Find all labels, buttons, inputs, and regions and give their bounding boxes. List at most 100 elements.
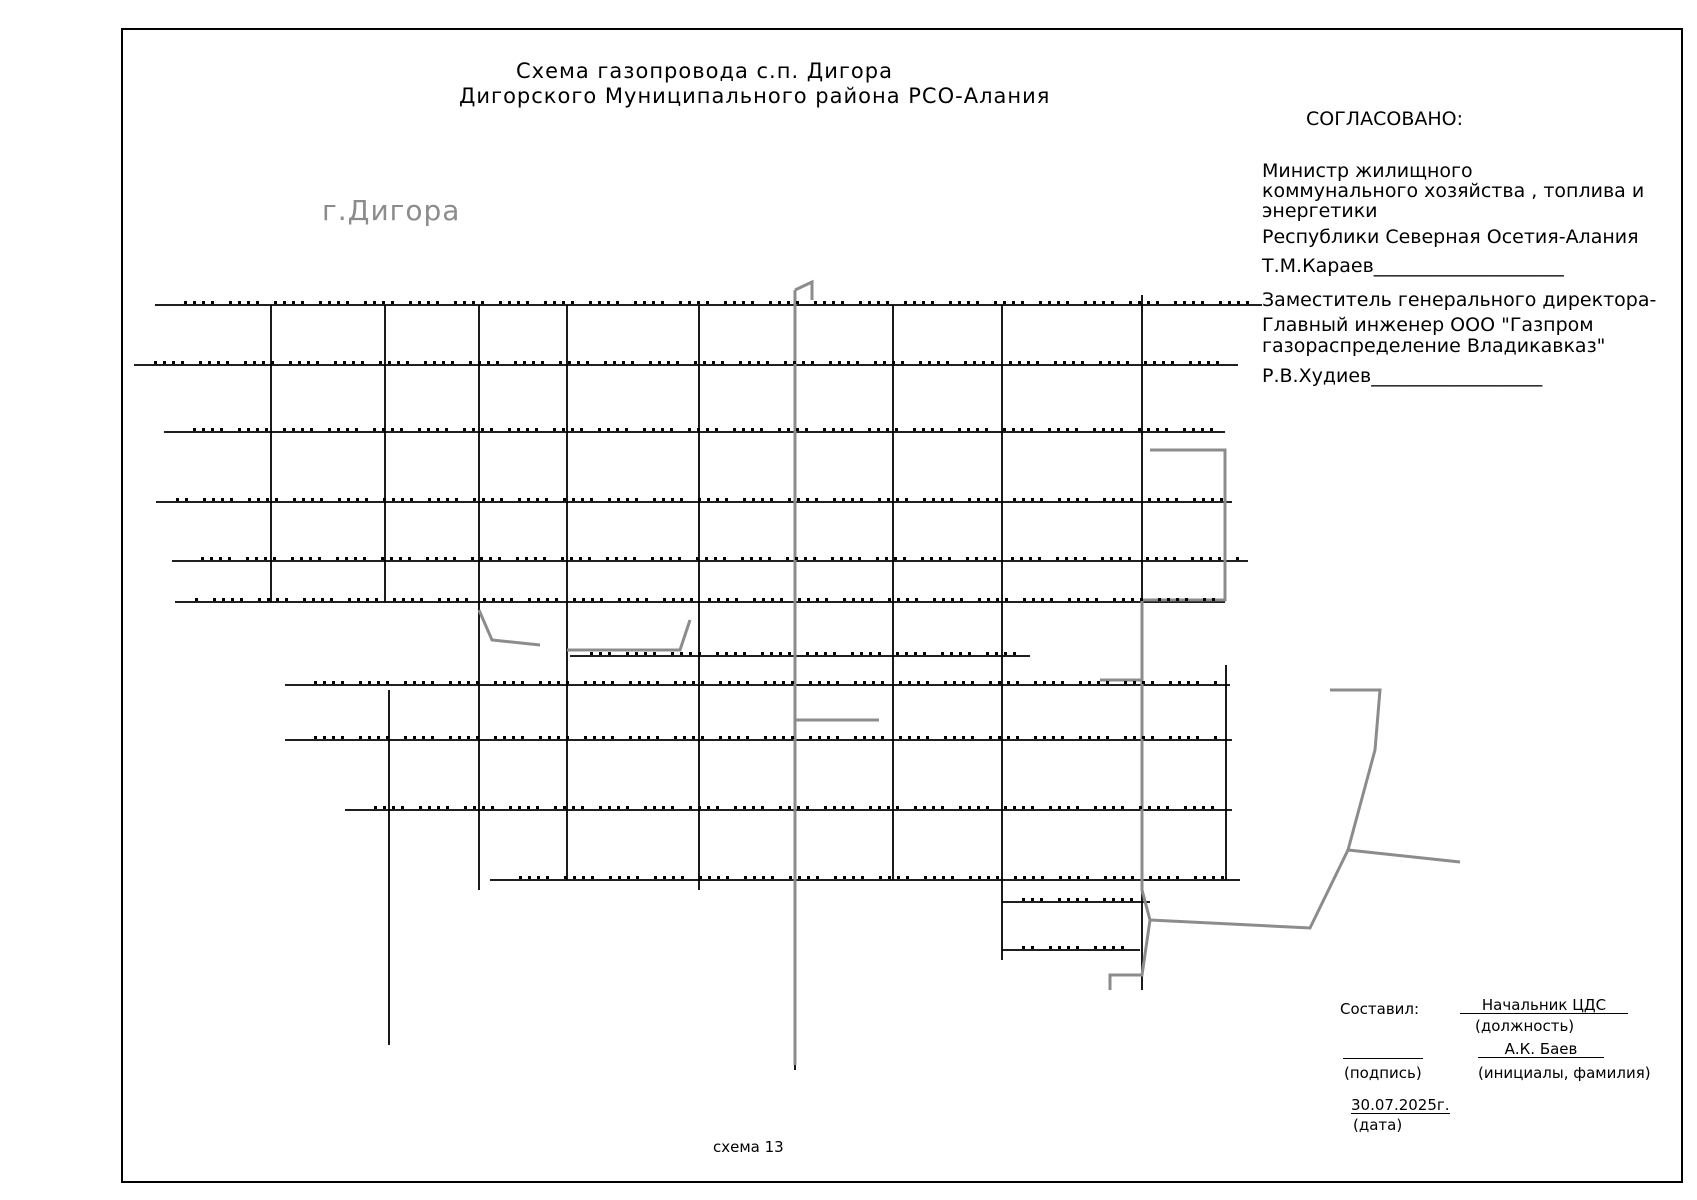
house-marker [986,498,989,501]
house-marker [933,876,936,879]
house-marker [436,428,439,431]
house-marker [771,598,774,601]
house-marker [328,301,331,304]
house-marker [397,361,400,364]
house-marker [1086,876,1089,879]
house-marker [969,876,972,879]
house-marker [1121,946,1124,949]
house-marker [303,598,306,601]
house-marker [1102,428,1105,431]
house-marker [1203,598,1206,601]
deputy-signature: Р.В.Худиев__________________ [1262,365,1543,387]
house-marker [1049,946,1052,949]
house-marker [1054,361,1057,364]
house-marker [643,301,646,304]
house-marker [1088,736,1091,739]
house-marker [314,681,317,684]
house-marker [419,806,422,809]
house-marker [1185,598,1188,601]
house-marker [1158,598,1161,601]
house-marker [599,806,602,809]
house-marker [382,301,385,304]
house-marker [226,361,229,364]
house-marker [816,876,819,879]
house-marker [728,736,731,739]
house-marker [1013,652,1016,655]
house-marker [616,301,619,304]
house-marker [1058,946,1061,949]
house-marker [913,301,916,304]
house-marker [480,557,483,560]
house-marker [941,652,944,655]
house-marker [1052,736,1055,739]
house-marker [593,681,596,684]
house-marker [211,301,214,304]
house-marker [437,498,440,501]
house-marker [1066,428,1069,431]
house-marker [1211,806,1214,809]
house-marker [860,652,863,655]
house-marker [256,301,259,304]
house-marker [426,557,429,560]
house-marker [368,736,371,739]
house-marker [638,736,641,739]
house-marker [590,498,593,501]
house-marker [577,361,580,364]
house-marker [899,681,902,684]
house-marker [338,498,341,501]
house-marker [537,876,540,879]
house-marker [854,681,857,684]
house-marker [1158,876,1161,879]
house-marker [503,736,506,739]
house-marker [717,876,720,879]
house-marker [917,736,920,739]
house-marker [154,361,157,364]
city-label: г.Дигора [322,194,461,227]
house-marker [878,806,881,809]
house-marker [386,736,389,739]
house-marker [436,301,439,304]
house-marker [536,498,539,501]
gas-pipe-south [1108,600,1152,990]
house-marker [971,736,974,739]
house-marker [377,681,380,684]
house-marker [573,598,576,601]
house-marker [734,652,737,655]
house-marker [633,557,636,560]
house-marker [509,806,512,809]
house-marker [606,557,609,560]
gas-pipe-riser [794,279,814,300]
house-marker [1169,681,1172,684]
house-marker [1196,736,1199,739]
house-marker [950,498,953,501]
house-marker [701,681,704,684]
house-marker [451,361,454,364]
house-marker [1097,736,1100,739]
house-marker [494,681,497,684]
house-marker [581,806,584,809]
house-marker [627,876,630,879]
house-marker [985,428,988,431]
house-marker [1022,898,1025,901]
house-marker [949,301,952,304]
house-marker [863,681,866,684]
house-marker [1193,806,1196,809]
house-marker [653,498,656,501]
house-marker [886,428,889,431]
house-marker [663,876,666,879]
house-marker [1111,301,1114,304]
house-marker [248,498,251,501]
house-marker [624,557,627,560]
house-marker [557,736,560,739]
house-marker [885,557,888,560]
house-marker [959,806,962,809]
house-marker [1187,681,1190,684]
house-marker [1191,557,1194,560]
house-marker [469,361,472,364]
house-marker [581,498,584,501]
house-marker [629,736,632,739]
house-marker [1202,498,1205,501]
house-marker [391,301,394,304]
house-marker [1167,598,1170,601]
house-marker [314,736,317,739]
